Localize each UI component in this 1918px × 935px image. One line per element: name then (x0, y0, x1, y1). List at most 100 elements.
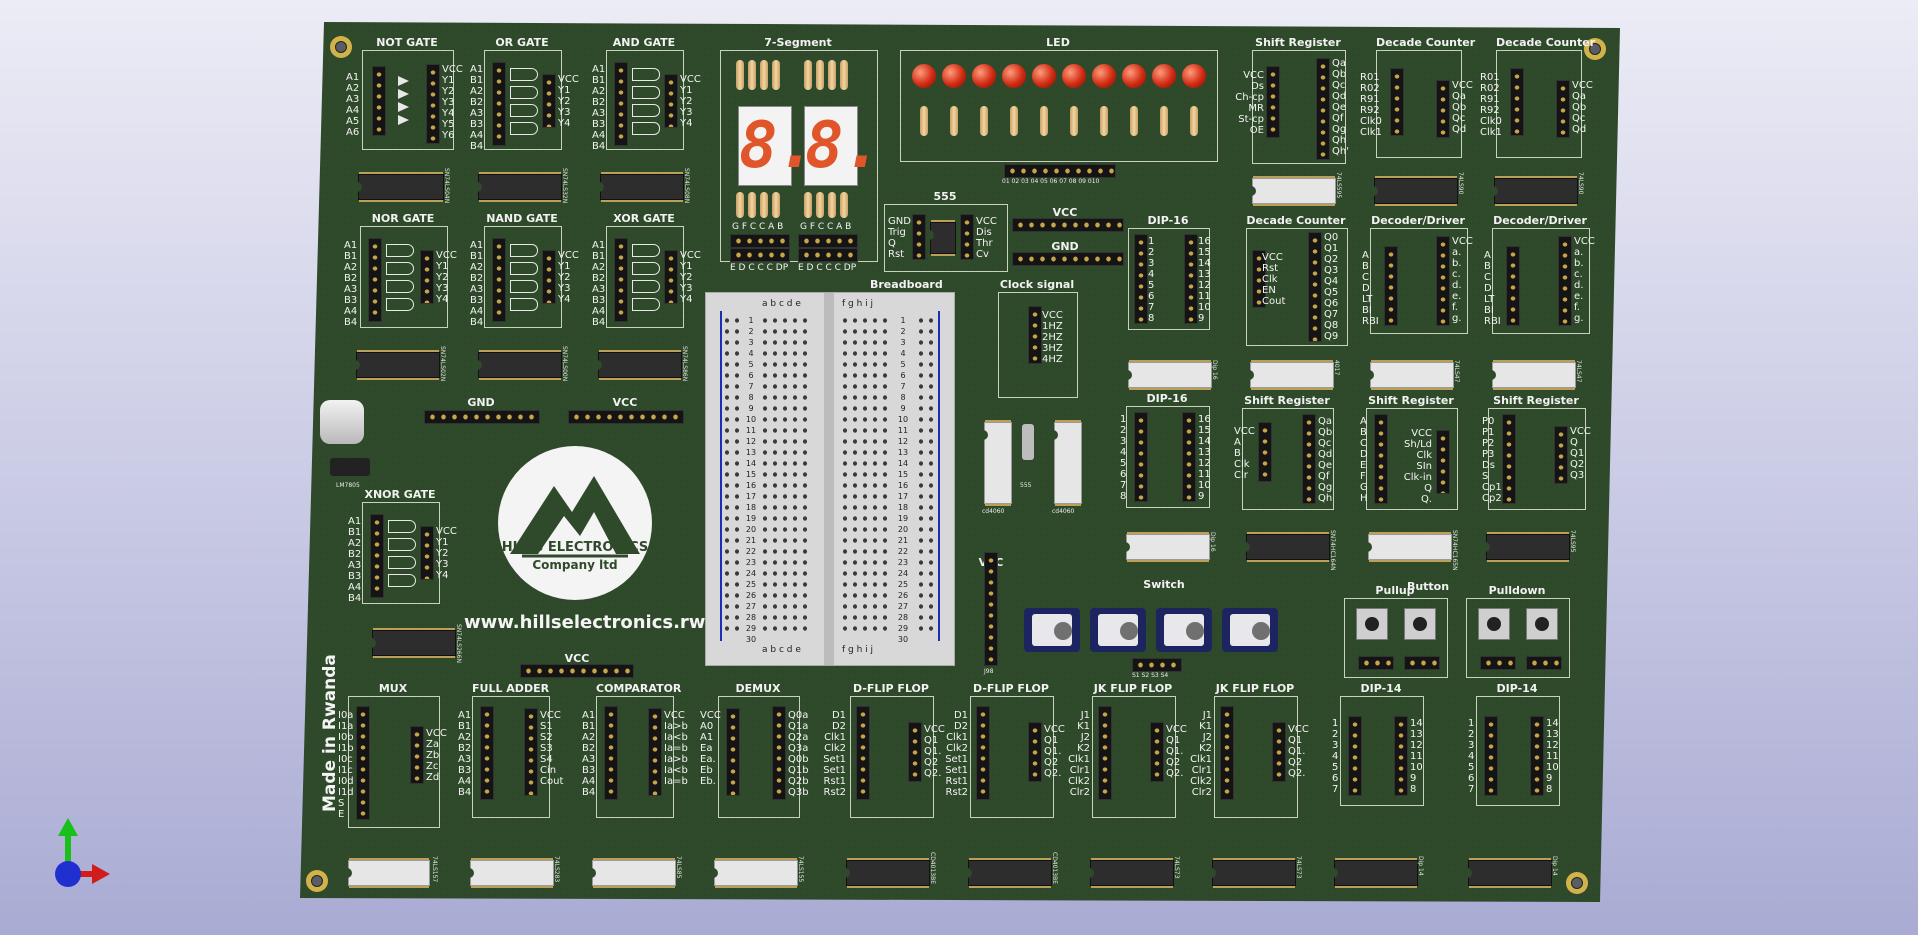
pin-header[interactable] (798, 248, 858, 262)
pin-header[interactable] (1358, 656, 1394, 670)
pin-header[interactable] (912, 214, 926, 260)
toggle-switch[interactable] (1090, 608, 1146, 652)
pin-header[interactable] (1134, 234, 1148, 324)
pin-header[interactable] (960, 214, 974, 260)
pin-header[interactable] (648, 708, 662, 796)
pin-header[interactable] (492, 238, 506, 322)
pin-header[interactable] (1556, 80, 1570, 138)
pin-header[interactable] (1308, 232, 1322, 342)
pin-header[interactable] (368, 238, 382, 322)
led-icon (1122, 64, 1146, 88)
ic-label: 74LS155 (797, 856, 804, 883)
right-pins: VCC Y1 Y2 Y3 Y4 (436, 526, 457, 581)
pin-header[interactable] (1554, 426, 1568, 484)
breadboard-title: Breadboard (870, 278, 943, 291)
pin-header[interactable] (1530, 716, 1544, 796)
pin-header[interactable] (1150, 722, 1164, 782)
pin-header[interactable] (370, 514, 384, 598)
pin-header[interactable] (1480, 656, 1516, 670)
pin-header[interactable] (1028, 722, 1042, 782)
pin-header[interactable] (614, 62, 628, 146)
pin-header[interactable] (1390, 68, 1404, 136)
switch-pin-header[interactable] (1132, 658, 1182, 672)
pin-header[interactable] (1502, 414, 1516, 504)
pin-header[interactable] (480, 706, 494, 800)
pin-header[interactable] (1484, 716, 1498, 796)
pin-header[interactable] (1098, 706, 1112, 800)
pin-header[interactable] (1316, 58, 1330, 160)
pin-header[interactable] (372, 66, 386, 136)
pin-header[interactable] (1506, 246, 1520, 326)
pin-header[interactable] (856, 706, 870, 800)
pin-header[interactable] (1436, 80, 1450, 138)
pin-header[interactable] (1510, 68, 1524, 136)
pin-header[interactable] (1384, 246, 1398, 326)
pin-header[interactable] (524, 708, 538, 796)
pin-header[interactable] (798, 234, 858, 248)
pin-header[interactable] (1184, 234, 1198, 324)
ic-socket (1366, 534, 1452, 560)
pin-header[interactable] (542, 74, 556, 128)
pin-header[interactable] (1404, 656, 1440, 670)
pin-header[interactable] (420, 250, 434, 304)
regulator-label: LM7805 (336, 482, 360, 489)
vcc-pin-header[interactable] (568, 410, 684, 424)
pin-header[interactable] (1134, 412, 1148, 502)
pullup-push-button[interactable] (1356, 608, 1388, 640)
right-pins: Q0 Q1 Q2 Q3 Q4 Q5 Q6 Q7 Q8 Q9 (1324, 232, 1339, 342)
pin-header[interactable] (356, 706, 370, 820)
and-gate-module: AND GATE A1 B1 A2 B2 A3 B3 A4 B4 VCC Y1 … (592, 36, 701, 152)
vcc-pin-header[interactable] (984, 552, 998, 666)
pin-header[interactable] (772, 706, 786, 800)
pin-header[interactable] (664, 74, 678, 128)
gnd-pin-header[interactable] (424, 410, 540, 424)
pin-header[interactable] (1258, 422, 1272, 482)
pin-header[interactable] (1436, 236, 1450, 326)
pulldown-push-button[interactable] (1526, 608, 1558, 640)
pin-header[interactable] (1394, 716, 1408, 796)
pullup-push-button[interactable] (1404, 608, 1436, 640)
vcc-pin-header[interactable] (1012, 218, 1124, 232)
pulldown-push-button[interactable] (1478, 608, 1510, 640)
pin-header[interactable] (976, 706, 990, 800)
pin-header[interactable] (1252, 250, 1266, 308)
breadboard[interactable]: 1 2 3 4 5 6 7 8 9 10 11 12 13 14 15 16 1… (705, 292, 955, 666)
pin-header[interactable] (908, 722, 922, 782)
pin-header[interactable] (1558, 236, 1572, 326)
pin-header[interactable] (420, 526, 434, 580)
pin-header[interactable] (614, 238, 628, 322)
pin-header[interactable] (1526, 656, 1562, 670)
dc-jack-icon (320, 400, 364, 444)
pin-header[interactable] (1374, 414, 1388, 504)
gnd-pin-header[interactable] (1012, 252, 1124, 266)
pin-header[interactable] (664, 250, 678, 304)
right-pins: VCC Q Q1 Q2 Q3 (1570, 426, 1591, 481)
right-pins: VCC Y1 Y2 Y3 Y4 (680, 250, 701, 305)
pin-header[interactable] (730, 234, 790, 248)
pin-header[interactable] (426, 64, 440, 144)
module-title: NOR GATE (371, 212, 435, 225)
toggle-switch[interactable] (1156, 608, 1212, 652)
vcc-pin-header[interactable] (520, 664, 634, 678)
led-icon (1152, 64, 1176, 88)
pin-header[interactable] (1028, 306, 1042, 364)
pin-header[interactable] (1348, 716, 1362, 796)
pin-header[interactable] (604, 706, 618, 800)
pin-header[interactable] (1436, 430, 1450, 494)
pin-header[interactable] (730, 248, 790, 262)
pin-header[interactable] (1220, 706, 1234, 800)
pin-header[interactable] (1266, 66, 1280, 138)
pin-header[interactable] (492, 62, 506, 146)
toggle-switch[interactable] (1222, 608, 1278, 652)
pin-header[interactable] (1182, 412, 1196, 502)
pin-header[interactable] (1302, 414, 1316, 504)
ic-chip (1372, 178, 1458, 204)
pin-header[interactable] (726, 708, 740, 796)
pin-header[interactable] (542, 250, 556, 304)
toggle-switch[interactable] (1024, 608, 1080, 652)
led-icon (942, 64, 966, 88)
pin-header[interactable] (410, 726, 424, 784)
module-title: Decoder/Driver (1493, 214, 1587, 227)
led-pin-header[interactable] (1004, 164, 1116, 178)
pin-header[interactable] (1272, 722, 1286, 782)
